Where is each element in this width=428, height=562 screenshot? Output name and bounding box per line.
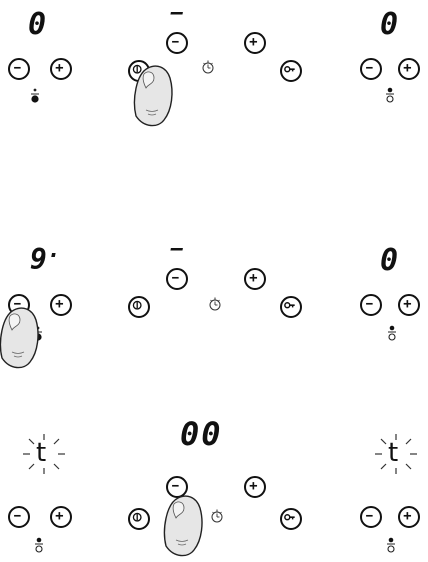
key-lock-icon (282, 510, 300, 528)
minus-icon (362, 508, 380, 526)
minus-icon (10, 60, 28, 78)
heat-zone-indicator-icon (387, 326, 399, 342)
plus-icon (400, 296, 418, 314)
plus-icon (400, 508, 418, 526)
plus-icon (400, 60, 418, 78)
key-lock-button[interactable] (280, 296, 302, 318)
timer-icon (207, 297, 223, 313)
right-plus-button[interactable] (398, 58, 420, 80)
timer-minus-button[interactable] (166, 268, 188, 290)
finger-icon (164, 494, 204, 558)
right-plus-button[interactable] (398, 294, 420, 316)
timer-display: 00 (180, 418, 223, 450)
timer-plus-button[interactable] (244, 32, 266, 54)
timer-display: – (171, 238, 185, 258)
timer-display: – (171, 2, 185, 22)
power-icon (130, 298, 148, 316)
right-zone-display: 0 (380, 10, 400, 40)
power-button[interactable] (128, 296, 150, 318)
right-plus-button[interactable] (398, 506, 420, 528)
left-minus-button[interactable] (8, 506, 30, 528)
right-zone-display: 0 (380, 246, 400, 276)
minus-icon (10, 508, 28, 526)
heat-zone-indicator-icon (34, 538, 46, 554)
heat-zone-indicator-icon (385, 88, 397, 104)
heat-zone-indicator-icon (386, 538, 398, 554)
timer-icon (200, 60, 216, 76)
right-zone-display: t (388, 440, 398, 466)
left-plus-button[interactable] (50, 58, 72, 80)
right-minus-button[interactable] (360, 506, 382, 528)
right-minus-button[interactable] (360, 294, 382, 316)
power-button[interactable] (128, 508, 150, 530)
timer-minus-button[interactable] (166, 32, 188, 54)
finger-icon (134, 64, 174, 128)
plus-icon (246, 478, 264, 496)
left-plus-button[interactable] (50, 506, 72, 528)
residual-heat-dot: · (47, 244, 62, 269)
plus-icon (52, 60, 70, 78)
timer-plus-button[interactable] (244, 268, 266, 290)
right-minus-button[interactable] (360, 58, 382, 80)
left-zone-display: 0 (28, 10, 48, 40)
minus-icon (168, 270, 186, 288)
key-lock-button[interactable] (280, 508, 302, 530)
key-lock-button[interactable] (280, 60, 302, 82)
minus-icon (362, 296, 380, 314)
key-lock-icon (282, 62, 300, 80)
timer-icon (209, 509, 225, 525)
left-plus-button[interactable] (50, 294, 72, 316)
minus-icon (168, 34, 186, 52)
left-zone-display: t (36, 440, 46, 466)
left-minus-button[interactable] (8, 58, 30, 80)
plus-icon (52, 508, 70, 526)
heat-zone-indicator-icon (30, 88, 42, 104)
plus-icon (246, 34, 264, 52)
minus-icon (362, 60, 380, 78)
timer-plus-button[interactable] (244, 476, 266, 498)
key-lock-icon (282, 298, 300, 316)
left-zone-display: 9· (30, 246, 62, 274)
finger-icon (0, 306, 40, 370)
power-icon (130, 510, 148, 528)
plus-icon (246, 270, 264, 288)
plus-icon (52, 296, 70, 314)
